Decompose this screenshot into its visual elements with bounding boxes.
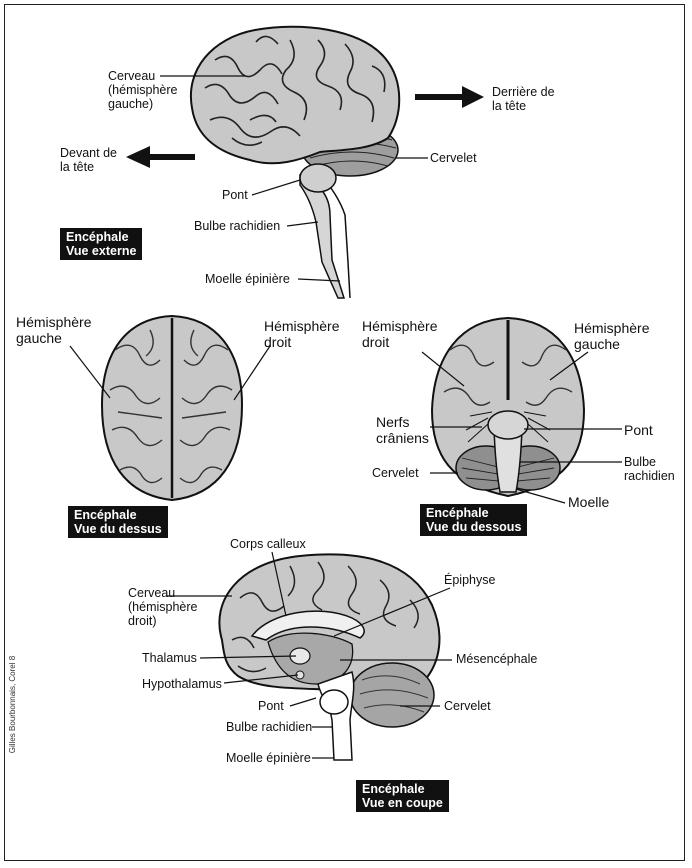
external-brain	[126, 25, 484, 299]
bottom-brain	[430, 316, 586, 498]
label-hemisphere-gauche-top: Hémisphère gauche	[16, 314, 92, 346]
badge-subtitle: Vue en coupe	[362, 796, 443, 810]
section-brain	[218, 553, 441, 761]
badge-vue-externe: Encéphale Vue externe	[60, 228, 143, 260]
label-corps-calleux: Corps calleux	[230, 537, 306, 551]
label-epiphyse: Épiphyse	[444, 573, 496, 587]
badge-subtitle: Vue du dessous	[426, 520, 522, 534]
label-moelle-section: Moelle épinière	[226, 751, 311, 765]
label-bulbe-section: Bulbe rachidien	[226, 720, 313, 734]
top-leader-lines	[69, 345, 271, 401]
badge-vue-dessus: Encéphale Vue du dessus	[68, 506, 168, 538]
label-moelle-bottom: Moelle	[568, 494, 610, 510]
external-leader-lines	[160, 75, 428, 282]
section-leader-lines	[166, 551, 452, 759]
badge-title: Encéphale	[66, 230, 129, 244]
label-pont-bottom: Pont	[624, 422, 653, 438]
label-hemisphere-droit-bottom: Hémisphère droit	[362, 318, 438, 350]
label-nerfs-craniens: Nerfs crâniens	[376, 414, 429, 446]
label-hemisphere-gauche-bottom: Hémisphère gauche	[574, 320, 650, 352]
label-cervelet-bottom: Cervelet	[372, 466, 419, 480]
bottom-leader-lines	[421, 351, 622, 504]
label-bulbe-external: Bulbe rachidien	[194, 219, 281, 233]
label-cerveau-section: Cerveau (hémisphère droit)	[128, 586, 198, 628]
figure-frame	[4, 4, 685, 861]
label-pont-section: Pont	[258, 699, 284, 713]
badge-subtitle: Vue externe	[66, 244, 137, 258]
label-moelle-external: Moelle épinière	[205, 272, 290, 286]
label-derriere-tete: Derrière de la tête	[492, 85, 555, 113]
badge-title: Encéphale	[362, 782, 425, 796]
label-pont-external: Pont	[222, 188, 248, 202]
label-hemisphere-droit-top: Hémisphère droit	[264, 318, 340, 350]
badge-vue-dessous: Encéphale Vue du dessous	[420, 504, 528, 536]
badge-subtitle: Vue du dessus	[74, 522, 162, 536]
top-brain	[100, 314, 244, 502]
badge-vue-coupe: Encéphale Vue en coupe	[356, 780, 449, 812]
label-bulbe-bottom: Bulbe rachidien	[624, 455, 675, 483]
badge-title: Encéphale	[74, 508, 137, 522]
image-credit: Gilles Bourbonnais, Corel 8	[8, 655, 18, 754]
label-thalamus: Thalamus	[142, 651, 197, 665]
label-cervelet-external: Cervelet	[430, 151, 477, 165]
label-hypothalamus: Hypothalamus	[142, 677, 222, 691]
label-cerveau-external: Cerveau (hémisphère gauche)	[108, 69, 178, 111]
label-devant-tete: Devant de la tête	[60, 146, 117, 174]
label-mesencephale: Mésencéphale	[456, 652, 538, 666]
badge-title: Encéphale	[426, 506, 489, 520]
label-cervelet-section: Cervelet	[444, 699, 491, 713]
